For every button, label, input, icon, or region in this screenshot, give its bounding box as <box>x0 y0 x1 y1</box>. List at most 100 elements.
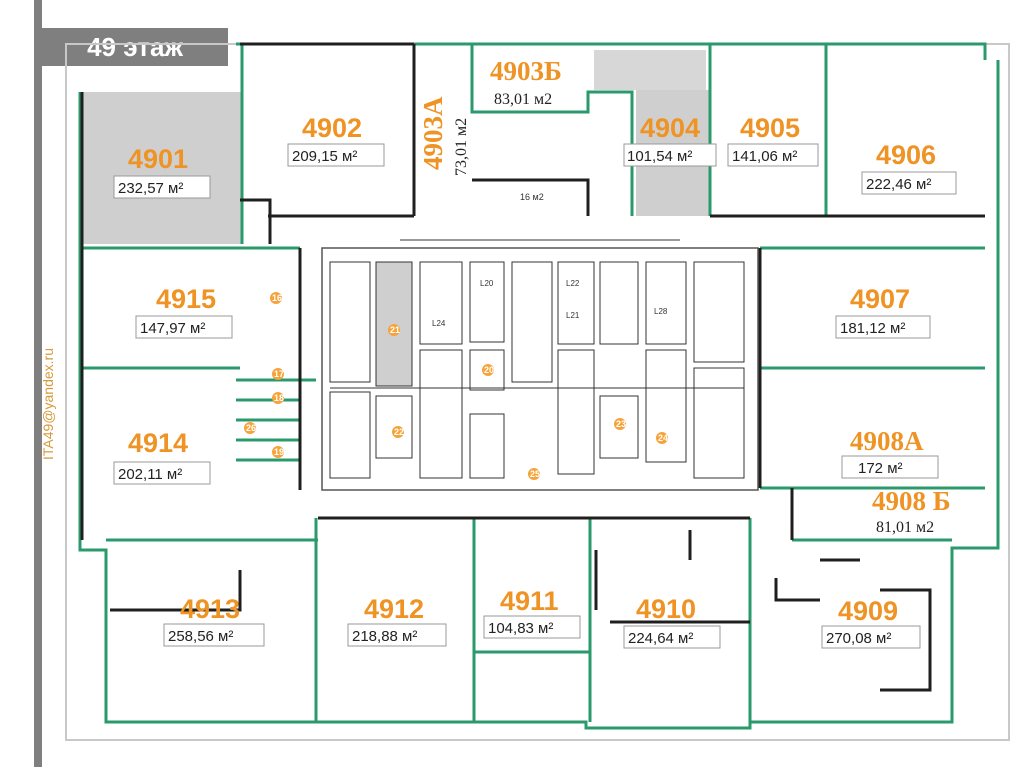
unit-4915-number: 4915 <box>156 284 216 314</box>
core-room-l24: L24 <box>432 319 446 328</box>
unit-4911-area: 104,83 м² <box>488 620 553 637</box>
core-outline <box>321 247 759 491</box>
core-room-l28: L28 <box>654 307 668 316</box>
unit-4912-area: 218,88 м² <box>352 628 417 645</box>
unit-4903a-number: 4903А <box>418 96 448 170</box>
core-num-17: 17 <box>274 369 284 379</box>
unit-4913-area-box <box>163 623 265 647</box>
unit-4904-number: 4904 <box>640 113 700 143</box>
unit-4910-number: 4910 <box>636 594 696 624</box>
unit-4903a-area: 73,01 м2 <box>453 118 470 176</box>
unit-4909-number: 4909 <box>838 596 898 626</box>
unit-4907-area-box <box>835 315 931 339</box>
core-num-26: 26 <box>246 423 256 433</box>
core-num-25: 25 <box>530 469 540 479</box>
unit-4904-area-box <box>623 143 717 167</box>
unit-4907-area: 181,12 м² <box>840 320 905 337</box>
wall-4902 <box>240 42 416 218</box>
core-num-23: 23 <box>616 419 626 429</box>
unit-4904-area: 101,54 м² <box>627 148 692 165</box>
wall-4913-inner <box>110 570 242 612</box>
unit-4915[interactable]: 4915 147,97 м² <box>135 284 233 339</box>
unit-4911-area-box <box>483 615 581 639</box>
floor-badge: 49 этаж <box>42 28 228 66</box>
unit-4910-area: 224,64 м² <box>628 630 693 647</box>
core-num-20: 20 <box>484 365 494 375</box>
core-num-21: 21 <box>390 325 400 335</box>
unit-4908a[interactable]: 4908А 172 м² <box>841 426 939 479</box>
core-room-l22: L22 <box>566 279 580 288</box>
wall-4910-inner <box>594 530 750 624</box>
unit-4909-area-box <box>821 625 921 649</box>
unit-4913-number: 4913 <box>180 594 240 624</box>
unit-4908b-number: 4908 Б <box>872 486 951 516</box>
unit-4908a-area-box <box>841 455 939 479</box>
unit-4906[interactable]: 4906 222,46 м² <box>861 140 957 195</box>
unit-4906-area-box <box>861 171 957 195</box>
unit-4907[interactable]: 4907 181,12 м² <box>835 284 931 339</box>
unit-4902-number: 4902 <box>302 113 362 143</box>
unit-4902-area-box <box>287 143 385 167</box>
core-num-19: 19 <box>274 447 284 457</box>
unit-4901-area: 232,57 м² <box>118 180 183 197</box>
unit-4905-number: 4905 <box>740 113 800 143</box>
unit-4908b-area: 81,01 м2 <box>876 519 934 536</box>
unit-4905[interactable]: 4905 141,06 м² <box>727 113 819 167</box>
left-margin-bar <box>34 0 42 767</box>
unit-4905-area: 141,06 м² <box>732 148 797 165</box>
core-num-22: 22 <box>394 427 404 437</box>
unit-4904-fill-top <box>594 50 706 90</box>
unit-4901-number: 4901 <box>128 144 188 174</box>
unit-4903b-area: 83,01 м2 <box>494 91 552 108</box>
core-small-label: 16 м2 <box>520 192 544 202</box>
core-room-l20: L20 <box>480 279 494 288</box>
core-room-l21: L21 <box>566 311 580 320</box>
core-grid <box>329 239 745 479</box>
wall-4903b-inner <box>472 178 590 216</box>
unit-4914-area: 202,11 м² <box>118 466 182 483</box>
unit-4906-number: 4906 <box>876 140 936 170</box>
unit-4915-area: 147,97 м² <box>140 320 205 337</box>
core-num-16: 16 <box>272 293 282 303</box>
core-labels: 16 17 18 19 20 21 22 23 24 25 26 L20 L21… <box>246 192 668 479</box>
unit-4909[interactable]: 4909 270,08 м² <box>821 596 921 649</box>
core-num-18: 18 <box>274 393 284 403</box>
unit-4912-number: 4912 <box>364 594 424 624</box>
perimeter-line <box>78 42 1000 730</box>
unit-4903a[interactable]: 4903А 73,01 м2 <box>418 96 470 176</box>
unit-4907-number: 4907 <box>850 284 910 314</box>
unit-4910-area-box <box>623 625 721 649</box>
unit-4908b[interactable]: 4908 Б 81,01 м2 <box>872 486 951 536</box>
unit-4903b[interactable]: 4903Б 83,01 м2 <box>490 56 562 108</box>
unit-4903b-number: 4903Б <box>490 56 562 86</box>
unit-4914[interactable]: 4914 202,11 м² <box>113 428 211 485</box>
core-badges <box>244 292 668 480</box>
unit-4909-area: 270,08 м² <box>826 630 891 647</box>
unit-4910[interactable]: 4910 224,64 м² <box>623 594 721 649</box>
unit-4901-fill <box>82 92 242 244</box>
unit-4913[interactable]: 4913 258,56 м² <box>163 594 265 647</box>
wall-4909-inner <box>774 558 932 692</box>
unit-4901-area-box <box>113 175 211 199</box>
unit-4913-area: 258,56 м² <box>168 628 233 645</box>
unit-4908a-number: 4908А <box>850 426 924 456</box>
core-green-lines <box>236 378 316 462</box>
unit-4902-area: 209,15 м² <box>292 148 357 165</box>
unit-4912[interactable]: 4912 218,88 м² <box>347 594 447 647</box>
wall-4903 <box>470 44 634 216</box>
unit-4911-number: 4911 <box>500 586 559 616</box>
core-num-24: 24 <box>658 433 668 443</box>
unit-4902[interactable]: 4902 209,15 м² <box>287 113 385 167</box>
unit-4915-area-box <box>135 315 233 339</box>
unit-4908a-area: 172 м² <box>858 460 903 477</box>
unit-4914-area-box <box>113 461 211 485</box>
wall-west <box>80 92 272 540</box>
unit-4912-area-box <box>347 623 447 647</box>
unit-4906-area: 222,46 м² <box>866 176 931 193</box>
unit-4914-number: 4914 <box>128 428 188 458</box>
unit-4901[interactable]: 4901 232,57 м² <box>113 144 211 199</box>
unit-4911[interactable]: 4911 104,83 м² <box>483 586 581 639</box>
unit-4904[interactable]: 4904 101,54 м² <box>623 113 717 167</box>
